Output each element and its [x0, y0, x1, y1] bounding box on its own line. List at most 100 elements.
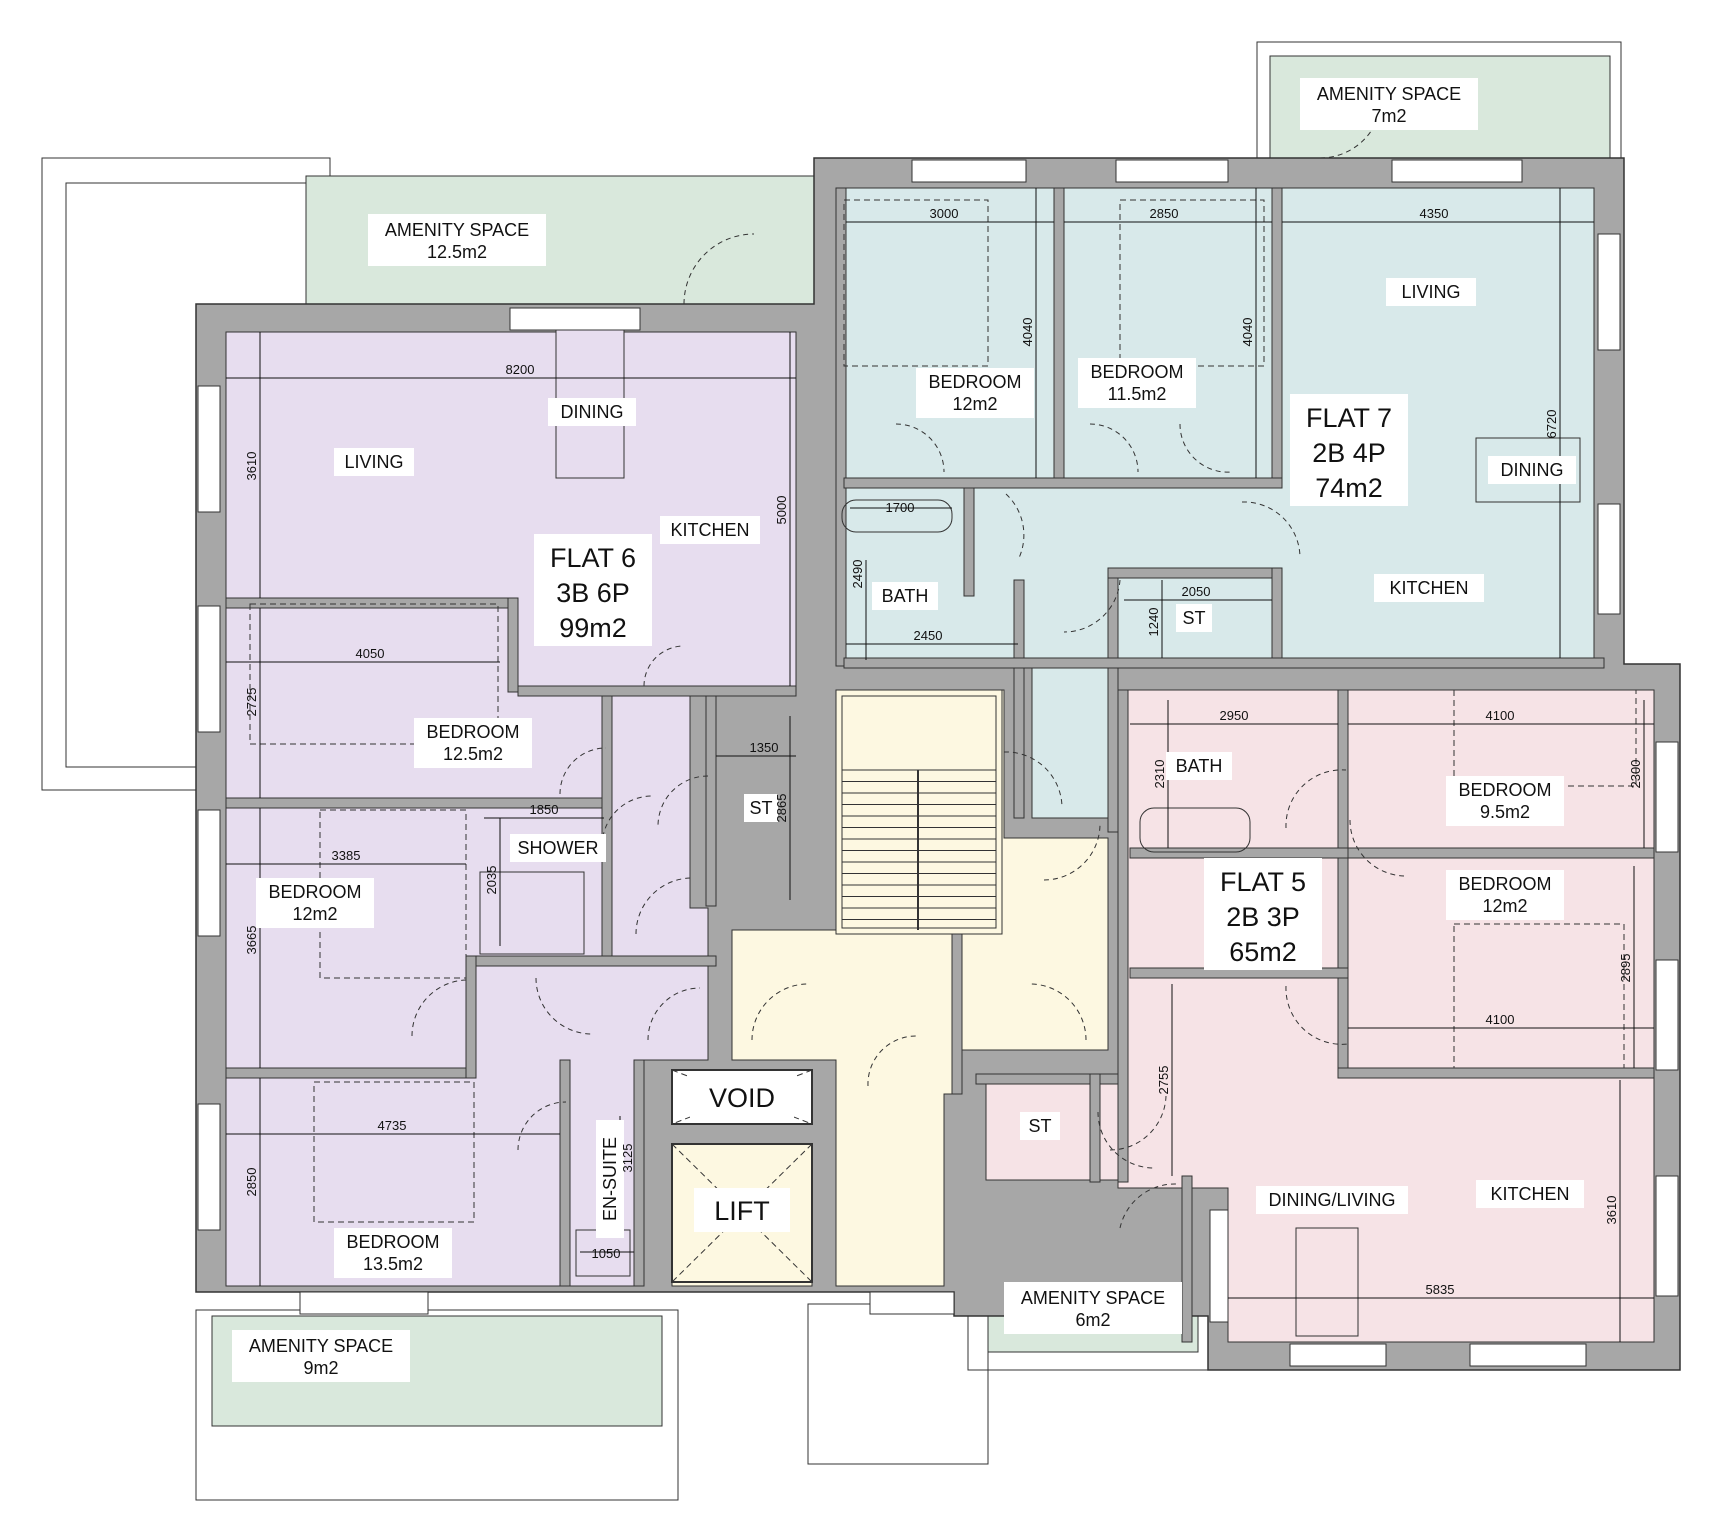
dim-text: 1850	[530, 802, 559, 817]
dim-text: 5835	[1426, 1282, 1455, 1297]
dim-text: 2755	[1156, 1066, 1171, 1095]
room-label-ensuite: EN-SUITE	[600, 1137, 620, 1221]
flat5-title: FLAT 5 2B 3P 65m2	[1204, 858, 1322, 970]
bedroom-label: BEDROOM	[426, 722, 519, 742]
room-label-shower: SHOWER	[518, 838, 599, 858]
flat7-title: FLAT 7 2B 4P 74m2	[1290, 394, 1408, 506]
dim-text: 2450	[914, 628, 943, 643]
dimension-texts: 8200 3610 5000 4050 2725 3385 3665 1850 …	[244, 206, 1643, 1297]
dim-text: 2035	[484, 866, 499, 895]
flat6-name: FLAT 6	[550, 543, 636, 573]
bedroom-label: BEDROOM	[268, 882, 361, 902]
windows	[197, 159, 1679, 1367]
flat5-area: 65m2	[1229, 937, 1297, 967]
flat7-name: FLAT 7	[1306, 403, 1392, 433]
dim-text: 2050	[1182, 584, 1211, 599]
dim-text: 3385	[332, 848, 361, 863]
flat6-title: FLAT 6 3B 6P 99m2	[534, 534, 652, 646]
room-label-dining: DINING	[561, 402, 624, 422]
dim-text: 3665	[244, 926, 259, 955]
amenity-label-text: AMENITY SPACE	[385, 220, 529, 240]
dim-text: 1350	[750, 740, 779, 755]
dim-text: 2850	[1150, 206, 1179, 221]
room-label-kitchen: KITCHEN	[670, 520, 749, 540]
dim-text: 4100	[1486, 708, 1515, 723]
dim-text: 2865	[774, 794, 789, 823]
amenity-label-4: AMENITY SPACE 6m2	[1004, 1282, 1182, 1334]
room-label-dining-living: DINING/LIVING	[1268, 1190, 1395, 1210]
dim-text: 5000	[774, 496, 789, 525]
dim-text: 4100	[1486, 1012, 1515, 1027]
dim-text: 3000	[930, 206, 959, 221]
dim-text: 2300	[1628, 760, 1643, 789]
dim-text: 2850	[244, 1168, 259, 1197]
dim-text: 4040	[1240, 318, 1255, 347]
dim-text: 3610	[1604, 1196, 1619, 1225]
amenity-area-text: 7m2	[1371, 106, 1406, 126]
amenity-area-text: 9m2	[303, 1358, 338, 1378]
flat5-name: FLAT 5	[1220, 867, 1306, 897]
room-label-st: ST	[749, 798, 772, 818]
room-label-st: ST	[1182, 608, 1205, 628]
bedroom-area: 9.5m2	[1480, 802, 1530, 822]
dim-text: 4040	[1020, 318, 1035, 347]
core-fill	[731, 689, 1109, 1287]
amenity-label-text: AMENITY SPACE	[1317, 84, 1461, 104]
dim-text: 1240	[1146, 608, 1161, 637]
bedroom-label: BEDROOM	[1458, 780, 1551, 800]
bedroom-label: BEDROOM	[928, 372, 1021, 392]
amenity-area-text: 6m2	[1075, 1310, 1110, 1330]
amenity-label-text: AMENITY SPACE	[249, 1336, 393, 1356]
bedroom-label: BEDROOM	[346, 1232, 439, 1252]
void-label: VOID	[709, 1083, 775, 1113]
doors	[411, 95, 1405, 1229]
balcony-outline-bottom-left	[195, 1309, 679, 1501]
stair	[835, 689, 1003, 935]
bedroom-area: 12m2	[1482, 896, 1527, 916]
dim-text: 3610	[244, 452, 259, 481]
room-label-living: LIVING	[344, 452, 403, 472]
amenity-label-2: AMENITY SPACE 7m2	[1300, 78, 1478, 130]
dim-text: 2490	[850, 560, 865, 589]
room-label-dining: DINING	[1501, 460, 1564, 480]
dim-text: 3125	[620, 1144, 635, 1173]
bedroom-area: 12m2	[952, 394, 997, 414]
bedroom-label: BEDROOM	[1090, 362, 1183, 382]
balcony-outline-bottom-mid	[807, 1303, 989, 1465]
room-labels: DINING LIVING KITCHEN SHOWER ST EN-SUITE…	[334, 278, 1584, 1238]
bedroom-label: BEDROOM	[1458, 874, 1551, 894]
bedroom-area: 12m2	[292, 904, 337, 924]
amenity-area-text: 12.5m2	[427, 242, 487, 262]
bedroom-labels: BEDROOM 12.5m2 BEDROOM 12m2 BEDROOM 13.5…	[256, 358, 1564, 1278]
room-label-kitchen: KITCHEN	[1389, 578, 1468, 598]
dim-text: 4735	[378, 1118, 407, 1133]
bedroom-area: 11.5m2	[1108, 384, 1167, 404]
amenity-label-3: AMENITY SPACE 9m2	[232, 1330, 410, 1382]
room-label-bath: BATH	[1176, 756, 1223, 776]
dim-text: 2725	[244, 688, 259, 717]
dim-text: 1050	[592, 1246, 621, 1261]
bedroom-area: 13.5m2	[363, 1254, 423, 1274]
flat5-type: 2B 3P	[1226, 902, 1300, 932]
dim-text: 2310	[1152, 760, 1167, 789]
room-label-living: LIVING	[1401, 282, 1460, 302]
dim-text: 6720	[1544, 410, 1559, 439]
flat6-type: 3B 6P	[556, 578, 630, 608]
flat6-area: 99m2	[559, 613, 627, 643]
bedroom-area: 12.5m2	[443, 744, 503, 764]
amenity-label-1: AMENITY SPACE 12.5m2	[368, 214, 546, 266]
interior-walls	[225, 187, 1655, 1343]
room-label-st: ST	[1028, 1116, 1051, 1136]
flat7-area: 74m2	[1315, 473, 1383, 503]
dim-text: 4350	[1420, 206, 1449, 221]
room-label-kitchen: KITCHEN	[1490, 1184, 1569, 1204]
dim-text: 2895	[1618, 954, 1633, 983]
dimension-lines	[226, 188, 1654, 1342]
lift-label: LIFT	[714, 1196, 770, 1226]
dim-text: 8200	[506, 362, 535, 377]
dim-text: 2950	[1220, 708, 1249, 723]
flat7-type: 2B 4P	[1312, 438, 1386, 468]
flat6-fill	[225, 331, 797, 1287]
dim-text: 4050	[356, 646, 385, 661]
